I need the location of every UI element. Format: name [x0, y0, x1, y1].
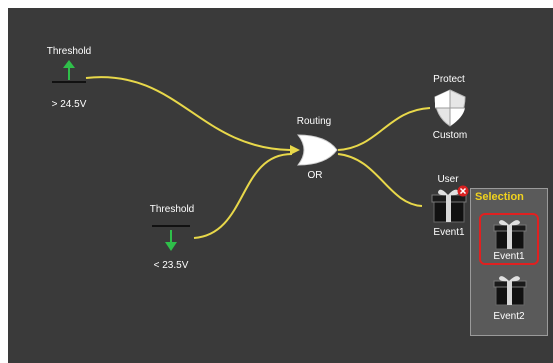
user-subtitle: Event1	[433, 227, 465, 238]
arrow-down-icon[interactable]	[152, 224, 190, 254]
wire-routing-to-user[interactable]	[337, 153, 423, 207]
shield-icon[interactable]	[432, 88, 468, 128]
threshold-low-title: Threshold	[149, 204, 195, 215]
or-gate-icon[interactable]	[296, 133, 338, 167]
threshold-high-condition: > 24.5V	[51, 99, 87, 110]
wire-arrowhead	[290, 145, 300, 155]
protect-subtitle: Custom	[432, 130, 468, 141]
gift-box-icon	[493, 276, 527, 306]
gift-box-icon	[493, 220, 527, 250]
selection-panel-title: Selection	[475, 191, 524, 203]
selection-item-event2[interactable]: Event2	[479, 271, 539, 323]
selection-panel: Selection Event1 Event2	[470, 188, 548, 336]
protect-title: Protect	[433, 74, 465, 85]
flow-canvas[interactable]: Threshold > 24.5V Threshold < 23.5V Rout…	[8, 8, 553, 363]
selection-item-event1[interactable]: Event1	[479, 213, 539, 265]
arrow-up-icon[interactable]	[52, 58, 86, 84]
selection-item-label: Event2	[493, 311, 525, 322]
routing-mode: OR	[307, 170, 323, 181]
wire-layer	[85, 76, 431, 239]
selection-item-label: Event1	[493, 251, 525, 262]
wire-threshold-high-to-routing[interactable]	[85, 76, 291, 151]
routing-title: Routing	[296, 116, 332, 127]
threshold-high-title: Threshold	[46, 46, 92, 57]
wire-threshold-low-to-routing[interactable]	[193, 153, 293, 239]
user-title: User	[437, 174, 459, 185]
close-icon[interactable]	[457, 185, 469, 197]
threshold-low-condition: < 23.5V	[153, 260, 189, 271]
gift-box-icon[interactable]	[430, 186, 470, 224]
wire-routing-to-protect[interactable]	[337, 107, 431, 151]
